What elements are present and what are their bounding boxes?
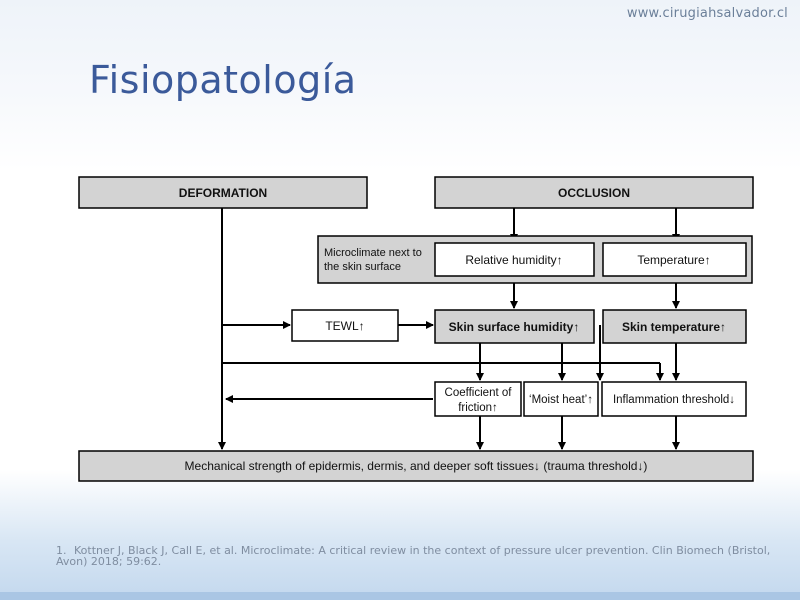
coefficient-of-friction-box: [434, 381, 522, 417]
relative-humidity-label: Relative humidity↑: [465, 253, 562, 267]
microclimate-label-line2: the skin surface: [324, 261, 401, 273]
moist-heat-box: [523, 381, 599, 417]
slide-title: Fisiopatología: [89, 58, 357, 102]
temperature-box: [602, 242, 747, 277]
skin-temperature-label: Skin temperature↑: [622, 320, 726, 334]
background-bottom-band: [0, 592, 800, 600]
occlusion-box: [434, 176, 754, 209]
tewl-label: TEWL↑: [325, 319, 364, 333]
skin-surface-humidity-box: [434, 309, 595, 344]
coefficient-label-line1: Coefficient of: [445, 387, 513, 399]
background-top-gradient: [0, 0, 800, 170]
inflammation-threshold-label: Inflammation threshold↓: [613, 394, 735, 406]
moist-heat-label: ‘Moist heat’↑: [529, 394, 593, 406]
reference-footnote: 1.Kottner J, Black J, Call E, et al. Mic…: [56, 545, 776, 567]
inflammation-threshold-box: [601, 381, 747, 417]
coefficient-label-line2: friction↑: [458, 402, 498, 414]
skin-surface-humidity-label: Skin surface humidity↑: [449, 320, 580, 334]
deformation-box: [78, 176, 368, 209]
microclimate-label-line1: Microclimate next to: [324, 247, 422, 259]
relative-humidity-box: [434, 242, 595, 277]
temperature-label: Temperature↑: [637, 253, 710, 267]
reference-number: 1.: [56, 544, 67, 557]
connector-lines: [218, 208, 680, 450]
mechanical-strength-box: [78, 450, 754, 482]
occlusion-label: OCCLUSION: [558, 186, 630, 200]
background-bottom-gradient: [0, 470, 800, 600]
reference-text: Kottner J, Black J, Call E, et al. Micro…: [56, 544, 771, 568]
tewl-box: [291, 309, 399, 342]
deformation-label: DEFORMATION: [179, 186, 267, 200]
mechanical-strength-label: Mechanical strength of epidermis, dermis…: [185, 459, 648, 473]
website-url: www.cirugiahsalvador.cl: [626, 6, 788, 21]
skin-temperature-box: [602, 309, 747, 344]
